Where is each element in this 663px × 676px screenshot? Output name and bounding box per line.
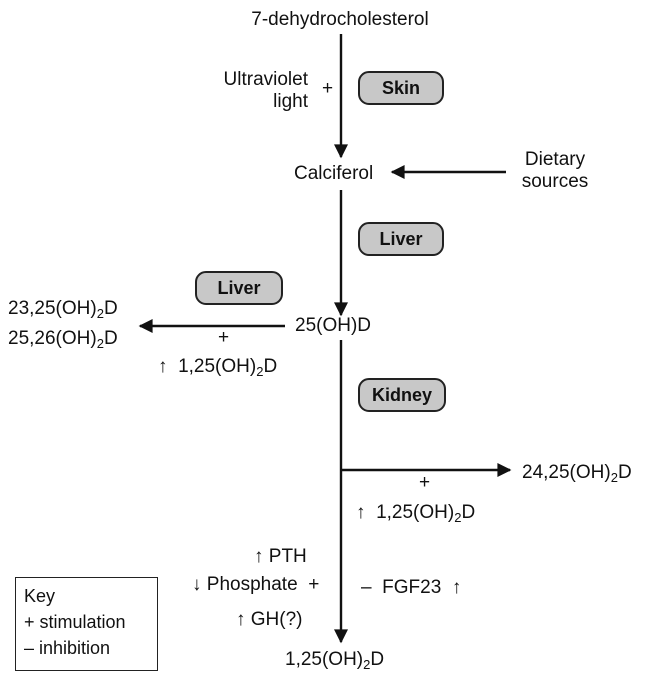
regulator-1-25-oh2-d-right: ↑ 1,25(OH)2D (356, 502, 476, 525)
compound-23-25-oh2-d: 23,25(OH)2D (8, 298, 118, 321)
regulator-1-25-oh2-d-left: ↑ 1,25(OH)2D (158, 356, 278, 379)
compound-24-25-oh2-d: 24,25(OH)2D (522, 462, 632, 485)
regulator-fgf23: – FGF23 ↑ (361, 577, 462, 598)
organ-liver-side: Liver (195, 271, 283, 305)
compound-7-dehydrocholesterol: 7-dehydrocholesterol (251, 9, 429, 30)
key-inhibition: – inhibition (24, 638, 111, 658)
organ-kidney: Kidney (358, 378, 446, 412)
key-title: Key (24, 586, 56, 606)
compound-25-oh-d: 25(OH)D (295, 315, 372, 336)
input-dietary-sources: Dietary sources (521, 149, 589, 192)
pathway-24-25-stimulation-sign: + (419, 472, 431, 493)
organ-liver-main: Liver (358, 222, 444, 256)
regulator-pth: ↑ PTH (254, 546, 307, 567)
organ-skin: Skin (358, 71, 444, 105)
uv-stimulation-sign: + (322, 78, 334, 99)
regulator-phosphate: ↓ Phosphate + (192, 574, 320, 595)
compound-calciferol: Calciferol (294, 163, 374, 184)
side-pathway-stimulation-sign: + (218, 327, 230, 348)
input-ultraviolet-light: Ultraviolet light (223, 69, 308, 112)
key-stimulation: + stimulation (24, 612, 126, 632)
regulator-gh: ↑ GH(?) (236, 609, 303, 630)
compound-25-26-oh2-d: 25,26(OH)2D (8, 328, 118, 351)
legend-key: Key + stimulation – inhibition (15, 577, 158, 671)
compound-1-25-oh2-d: 1,25(OH)2D (285, 649, 385, 672)
